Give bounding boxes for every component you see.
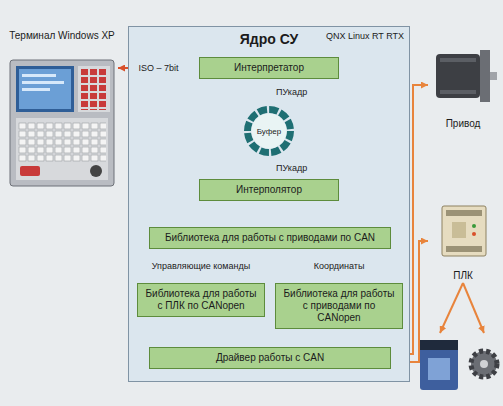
node-label: Библиотека для работы с ПЛК по CANopen — [144, 288, 258, 312]
node-label: Интерпретатор — [206, 62, 332, 74]
driver-box: Драйвер работы с CAN — [149, 347, 391, 369]
node-label: Библиотека для работы с приводами по CAN — [156, 232, 384, 244]
edge-label: ПУкадр — [274, 163, 309, 174]
terminal-node: Терминал Windows XP — [6, 30, 118, 190]
os-note: QNX Linux RT RTX — [326, 31, 404, 42]
library-box: Библиотека для работы с приводами по CAN — [149, 227, 391, 249]
ring-buffer: Буфер — [243, 105, 295, 157]
motor-picture — [436, 50, 497, 102]
edge-label: Управляющие команды — [150, 261, 253, 272]
library-box: Библиотека для работы с ПЛК по CANopen — [137, 283, 265, 317]
node-label: Буфер — [257, 127, 281, 136]
plc-picture — [442, 206, 486, 256]
node-label: Интерполятор — [206, 184, 332, 196]
node-label: Драйвер работы с CAN — [156, 352, 384, 364]
process-box: Интерпретатор — [199, 57, 339, 79]
actuator-picture — [420, 340, 458, 390]
node-label: Терминал Windows XP — [6, 30, 118, 42]
plc-node: ПЛК — [428, 200, 498, 282]
library-box: Библиотека для работы с приводами по CAN… — [275, 283, 403, 329]
plc-output-arrows — [440, 283, 484, 333]
edge-label: ПУкадр — [274, 87, 309, 98]
node-label: ПЛК — [428, 270, 498, 282]
core-region: Ядро СУИнтерпретаторБуферИнтерполяторБиб… — [128, 26, 410, 382]
gear-picture — [471, 351, 497, 377]
process-box: Интерполятор — [199, 179, 339, 201]
node-label: Библиотека для работы с приводами по CAN… — [282, 288, 396, 324]
edge-label: Координаты — [312, 261, 367, 272]
edge-label: ISO – 7bit — [136, 63, 180, 74]
cnc-terminal-picture — [10, 60, 114, 186]
drive-node: Привод — [428, 40, 498, 130]
node-label: Привод — [428, 118, 498, 130]
